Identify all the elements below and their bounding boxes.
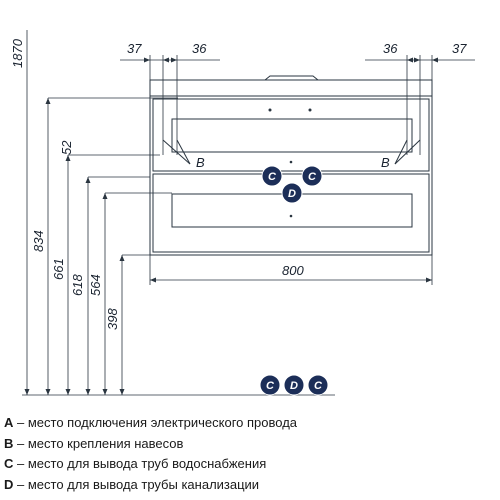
legend-letter: A bbox=[4, 415, 14, 430]
cabinet bbox=[149, 75, 433, 256]
countertop bbox=[149, 79, 433, 97]
arrow-top-left-3 bbox=[171, 57, 177, 63]
legend-text: – место для вывода труб водоснабжения bbox=[13, 456, 267, 471]
dim-label-1870: 1870 bbox=[10, 38, 25, 68]
arrow-618 bbox=[85, 177, 91, 183]
legend-letter: B bbox=[4, 435, 14, 451]
technical-drawing: 37 36 36 37 800 1870 52 834 661 618 564 … bbox=[10, 30, 475, 396]
arrow-398 bbox=[119, 255, 125, 261]
dim-label-800: 800 bbox=[282, 263, 304, 278]
marker-b-right: B bbox=[381, 155, 390, 170]
hanger-right-diag bbox=[394, 139, 421, 165]
mount-dot-right bbox=[308, 108, 312, 112]
floor-marker-c-right: C bbox=[307, 374, 329, 396]
arrow-618-bottom bbox=[85, 389, 91, 395]
upper-handle-recess bbox=[171, 118, 413, 153]
lower-drawer bbox=[152, 173, 430, 253]
dim-label-37-left: 37 bbox=[127, 41, 142, 56]
basin-edge bbox=[264, 75, 319, 81]
arrow-top-right-3 bbox=[432, 57, 438, 63]
marker-d: D bbox=[281, 182, 303, 204]
arrow-564-bottom bbox=[102, 389, 108, 395]
arrow-661-bottom bbox=[65, 389, 71, 395]
legend-text: – место крепления навесов bbox=[13, 435, 184, 451]
hanger-right-diag-2 bbox=[394, 139, 408, 165]
arrow-top-right-2 bbox=[414, 57, 420, 63]
legend-text: – место подключения электрического прово… bbox=[13, 415, 298, 430]
marker-b-left: B bbox=[196, 155, 205, 170]
arrow-top-right-1 bbox=[407, 57, 413, 63]
marker-c-right: C bbox=[301, 165, 323, 187]
legend-item-a: A – место подключения электрического про… bbox=[4, 413, 494, 434]
dim-label-834: 834 bbox=[31, 230, 46, 252]
marker-d-label: D bbox=[288, 188, 296, 200]
dim-label-398: 398 bbox=[105, 308, 120, 330]
arrow-661 bbox=[65, 155, 71, 161]
legend-item-b: B – место крепления навесов bbox=[4, 434, 494, 455]
mount-dot-lower bbox=[289, 214, 293, 218]
dim-label-618: 618 bbox=[70, 274, 85, 296]
dim-label-36-left: 36 bbox=[192, 41, 207, 56]
floor-marker-d-label: D bbox=[290, 380, 298, 392]
legend: A – место подключения электрического про… bbox=[4, 413, 494, 495]
arrow-564 bbox=[102, 193, 108, 199]
dim-label-52: 52 bbox=[59, 140, 74, 155]
arrow-width-right bbox=[426, 277, 432, 283]
dim-label-36-right: 36 bbox=[383, 41, 398, 56]
dim-label-564: 564 bbox=[88, 274, 103, 296]
cabinet-body bbox=[149, 95, 433, 256]
arrow-398-bottom bbox=[119, 389, 125, 395]
arrow-1870-bottom bbox=[24, 389, 30, 395]
hanger-left-diag bbox=[162, 139, 191, 165]
marker-c-left-label: C bbox=[268, 171, 277, 183]
dim-label-661: 661 bbox=[51, 258, 66, 280]
arrow-834-bottom bbox=[45, 389, 51, 395]
legend-text: – место для вывода трубы канализации bbox=[13, 476, 260, 492]
legend-letter: D bbox=[4, 476, 14, 492]
arrow-top-left-1 bbox=[144, 57, 150, 63]
upper-drawer bbox=[152, 98, 430, 172]
arrow-top-left-2 bbox=[163, 57, 169, 63]
mount-dot-center bbox=[289, 160, 293, 164]
marker-c-left: C bbox=[261, 165, 283, 187]
legend-item-d: D – место для вывода трубы канализации bbox=[4, 475, 494, 496]
floor-marker-c-right-label: C bbox=[314, 380, 323, 392]
arrow-width-left bbox=[150, 277, 156, 283]
dim-label-37-right: 37 bbox=[452, 41, 467, 56]
floor-marker-c-left-label: C bbox=[266, 380, 275, 392]
hanger-left-diag-2 bbox=[176, 139, 191, 165]
arrow-834 bbox=[45, 98, 51, 104]
mount-dot-left bbox=[268, 108, 272, 112]
floor-marker-c-left: C bbox=[259, 374, 281, 396]
floor-marker-d: D bbox=[283, 374, 305, 396]
marker-c-right-label: C bbox=[308, 171, 317, 183]
legend-item-c: C – место для вывода труб водоснабжения bbox=[4, 454, 494, 475]
legend-letter: C bbox=[4, 456, 14, 471]
